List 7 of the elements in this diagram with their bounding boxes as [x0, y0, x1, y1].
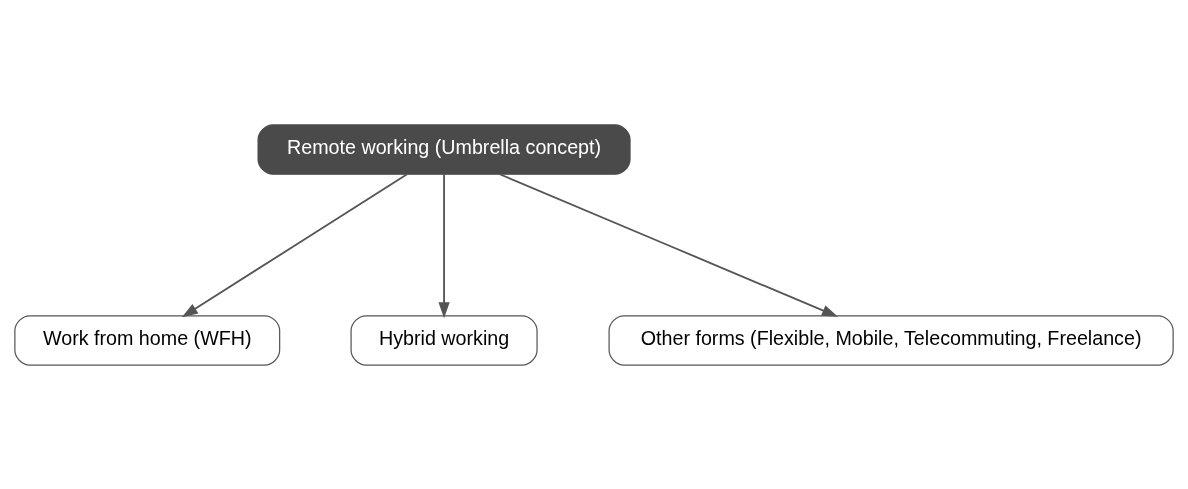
node-box: Other forms (Flexible, Mobile, Telecommuting, Freelance) — [608, 314, 1174, 366]
arrow — [498, 172, 838, 317]
arrow — [181, 172, 408, 317]
arrow — [438, 172, 450, 318]
node-box: Remote working (Umbrella concept) — [257, 123, 631, 175]
node-box: Work from home (WFH) — [14, 314, 281, 366]
node-box: Hybrid working — [350, 314, 538, 366]
